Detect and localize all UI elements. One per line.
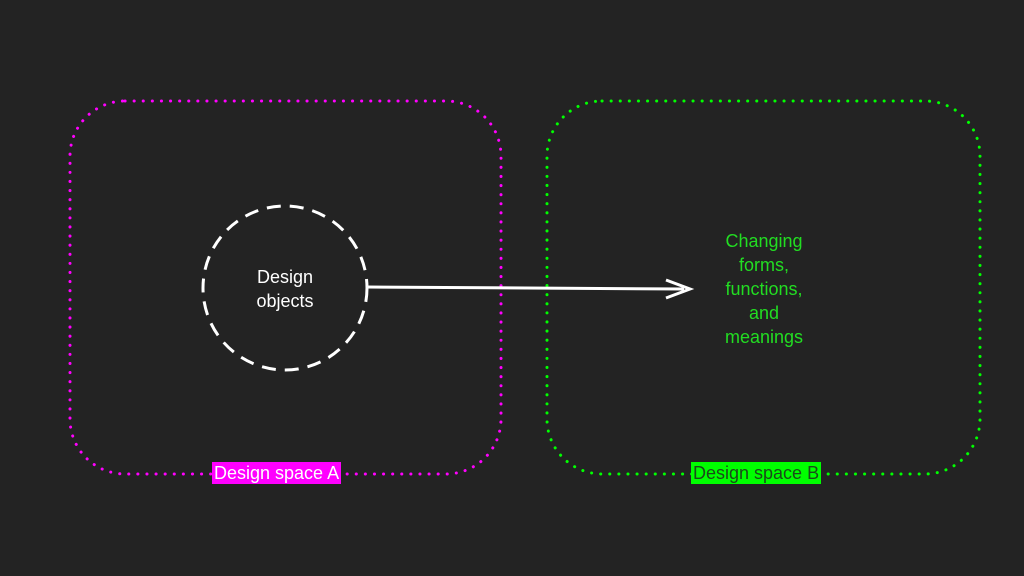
space-b-description: Changing forms, functions, and meanings (694, 229, 834, 349)
design-objects-text: Design objects (225, 265, 345, 313)
design-space-b-label: Design space B (691, 462, 822, 484)
arrow-line (366, 285, 685, 291)
design-objects-line: Design (256, 267, 314, 287)
design-space-a-label: Design space A (212, 462, 342, 484)
design-objects-line: objects (256, 291, 314, 311)
description-line: and (748, 303, 780, 323)
description-line: forms, (738, 255, 789, 275)
description-line: Changing (725, 231, 803, 251)
description-line: meanings (724, 327, 804, 347)
arrow-head-icon (665, 278, 695, 300)
description-line: functions, (725, 279, 803, 299)
